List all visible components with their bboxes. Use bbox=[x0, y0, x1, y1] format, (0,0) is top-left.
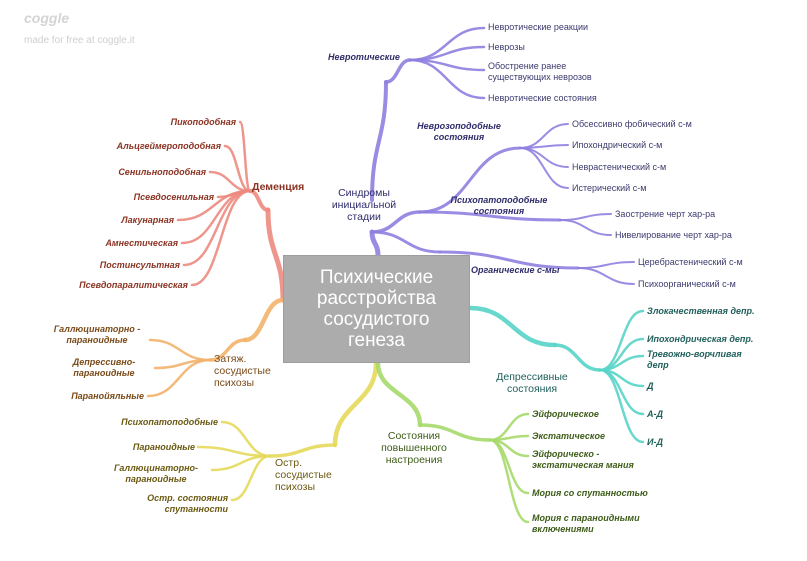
elevated-item-ecstatic[interactable]: Экстатическое bbox=[532, 431, 605, 441]
neurosis-like-item-obsessive[interactable]: Обсессивно фобический с-м bbox=[572, 119, 692, 129]
acute-item-paranoid[interactable]: Параноидные bbox=[132, 442, 195, 452]
dementia-item-poststroke[interactable]: Постинсультная bbox=[99, 260, 180, 270]
branch-depressive-states[interactable]: Депрессивные состояния bbox=[496, 371, 568, 395]
elevated-item-moria-confusion[interactable]: Мория со спутанностью bbox=[532, 488, 648, 498]
connector-21 bbox=[248, 189, 270, 212]
connector-49 bbox=[375, 360, 423, 428]
connector-15 bbox=[559, 219, 612, 236]
connector-13 bbox=[418, 210, 562, 222]
connector-0 bbox=[369, 229, 381, 258]
connector-40 bbox=[230, 454, 272, 502]
depressive-item-hypochondriac[interactable]: Ипохондрическая депр. bbox=[647, 334, 754, 344]
connector-35 bbox=[332, 360, 379, 448]
dementia-item-alzheimer[interactable]: Альцгеймероподобная bbox=[116, 141, 221, 151]
connector-39 bbox=[210, 454, 272, 472]
branch-acute-psychoses[interactable]: Остр. сосудистые психозы bbox=[275, 457, 332, 493]
connector-5 bbox=[408, 58, 486, 100]
depressive-item-d[interactable]: Д bbox=[647, 381, 654, 391]
group-neurosis-like[interactable]: Неврозоподобные состояния bbox=[417, 121, 501, 142]
neurotic-item-states[interactable]: Невротические состояния bbox=[488, 93, 597, 103]
connector-32 bbox=[148, 338, 212, 362]
central-topic[interactable]: Психические расстройства сосудистого ген… bbox=[283, 255, 470, 363]
group-organic[interactable]: Органические с-мы bbox=[471, 265, 560, 275]
connector-14 bbox=[559, 213, 612, 221]
connector-55 bbox=[488, 438, 530, 524]
connector-36 bbox=[268, 443, 337, 458]
connector-8 bbox=[418, 146, 522, 214]
dementia-item-pick[interactable]: Пикоподобная bbox=[170, 117, 236, 127]
group-neurotic[interactable]: Невротические bbox=[328, 52, 400, 62]
group-psychopath-like[interactable]: Психопатоподобные состояния bbox=[450, 195, 548, 216]
acute-item-confusion[interactable]: Остр. состояния спутанности bbox=[147, 493, 228, 514]
connector-11 bbox=[519, 147, 569, 168]
psychopath-like-item-sharpening[interactable]: Заострение черт хар-ра bbox=[615, 209, 716, 219]
connector-12 bbox=[519, 147, 569, 189]
connector-38 bbox=[196, 445, 272, 458]
elevated-item-euphoric[interactable]: Эйфорическое bbox=[532, 409, 599, 419]
organic-item-cerebrasthenic[interactable]: Церебрастенический с-м bbox=[638, 257, 743, 267]
connector-41 bbox=[467, 305, 558, 348]
psychopath-like-item-leveling[interactable]: Нивелирование черт хар-ра bbox=[615, 230, 732, 240]
connector-31 bbox=[208, 338, 247, 362]
connector-22 bbox=[238, 120, 252, 193]
connector-20 bbox=[265, 207, 286, 303]
connector-18 bbox=[577, 261, 635, 269]
connector-17 bbox=[438, 250, 580, 270]
neurotic-item-neuroses[interactable]: Неврозы bbox=[488, 42, 525, 52]
connector-1 bbox=[370, 80, 388, 202]
connector-50 bbox=[418, 423, 492, 442]
connector-2 bbox=[408, 26, 486, 62]
connector-6 bbox=[384, 58, 412, 84]
dementia-item-pseudoparalytic[interactable]: Псевдопаралитическая bbox=[79, 280, 188, 290]
acute-item-psychopath-like[interactable]: Психопатоподобные bbox=[121, 417, 218, 427]
connector-16 bbox=[370, 230, 442, 254]
protracted-item-paranoial[interactable]: Паранойяльные bbox=[71, 391, 144, 401]
connector-42 bbox=[553, 343, 602, 372]
acute-item-hallucinatory[interactable]: Галлюцинаторно- параноидные bbox=[113, 463, 199, 484]
elevated-item-mania[interactable]: Эйфорическо - экстатическая мания bbox=[532, 449, 634, 470]
coggle-credit: made for free at coggle.it bbox=[24, 35, 135, 46]
branch-elevated-mood[interactable]: Состояния повышенного настроения bbox=[381, 430, 447, 466]
protracted-item-depressive[interactable]: Депрессивно- параноидные bbox=[72, 357, 136, 378]
depressive-item-a-d[interactable]: А-Д bbox=[647, 409, 663, 419]
branch-dementia[interactable]: Деменция bbox=[252, 181, 305, 193]
branch-initial-stage-syndromes[interactable]: Синдромы инициальной стадии bbox=[331, 187, 397, 223]
neurosis-like-item-hysteric[interactable]: Истерический с-м bbox=[572, 183, 647, 193]
connector-29 bbox=[190, 189, 252, 287]
coggle-logo[interactable]: coggle bbox=[24, 10, 70, 26]
neurotic-item-exacerbation[interactable]: Обострение ранее существующих неврозов bbox=[488, 61, 592, 82]
dementia-item-lacunar[interactable]: Лакунарная bbox=[121, 215, 174, 225]
branch-protracted-psychoses[interactable]: Затяж. сосудистые психозы bbox=[214, 353, 271, 389]
depressive-item-i-d[interactable]: И-Д bbox=[647, 437, 663, 447]
elevated-item-moria-paranoid[interactable]: Мория с параноидными включениями bbox=[532, 513, 640, 534]
connector-30 bbox=[242, 297, 286, 343]
neurotic-item-reactions[interactable]: Невротические реакции bbox=[488, 22, 589, 32]
organic-item-psychoorganic[interactable]: Психоорганический с-м bbox=[638, 279, 736, 289]
dementia-item-pseudosenile[interactable]: Псевдосенильная bbox=[133, 192, 214, 202]
neurosis-like-item-hypochondriac[interactable]: Ипохондрический с-м bbox=[572, 140, 663, 150]
neurosis-like-item-neurasthenic[interactable]: Неврастенический с-м bbox=[572, 162, 667, 172]
connector-48 bbox=[598, 368, 645, 444]
depressive-item-anxious[interactable]: Тревожно-ворчливая депр bbox=[647, 349, 742, 370]
connector-34 bbox=[146, 358, 212, 398]
depressive-item-malignant[interactable]: Злокачественная депр. bbox=[647, 306, 755, 316]
dementia-item-senile[interactable]: Сенильноподобная bbox=[118, 167, 206, 177]
connector-19 bbox=[577, 267, 635, 285]
protracted-item-hallucinatory[interactable]: Галлюцинаторно - параноидные bbox=[53, 324, 141, 345]
dementia-item-amnestic[interactable]: Амнестическая bbox=[105, 238, 178, 248]
